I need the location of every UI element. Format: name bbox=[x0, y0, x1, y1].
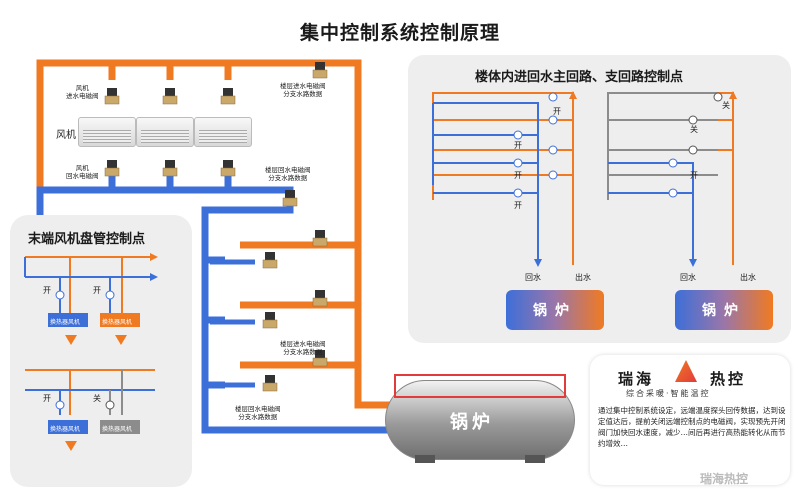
fan-coil-label: 换热器风机 bbox=[50, 319, 81, 326]
floor-inlet-label: 楼层进水电磁阀 分支水路数据 bbox=[280, 82, 326, 98]
open-label: 开 bbox=[690, 171, 698, 180]
return-water-label: 回水 bbox=[525, 273, 541, 282]
page-title: 集中控制系统控制原理 bbox=[299, 22, 500, 44]
outlet-water-label: 出水 bbox=[740, 273, 756, 282]
floor-return-label: 楼层回水电磁阀 分支水路数据 bbox=[265, 166, 311, 182]
solenoid-valve-icon bbox=[262, 374, 278, 392]
solenoid-valve-icon bbox=[162, 87, 178, 105]
open-label: 开 bbox=[43, 394, 51, 403]
close-label: 关 bbox=[690, 125, 698, 134]
open-label: 开 bbox=[514, 201, 522, 210]
solenoid-valve-icon bbox=[262, 311, 278, 329]
open-label: 开 bbox=[43, 286, 51, 295]
main-boiler-label: 锅炉 bbox=[450, 412, 494, 433]
fan-inlet-valve-label: 风机 进水电磁阀 bbox=[66, 84, 99, 100]
fan-coil-label: 换热器风机 bbox=[102, 426, 133, 433]
fan-coil-unit-2 bbox=[136, 117, 194, 147]
brand-slogan: 综合采暖·智能温控 bbox=[626, 389, 711, 398]
fan-coil-unit-3 bbox=[194, 117, 252, 147]
boiler-box-left: 锅炉 bbox=[506, 290, 604, 330]
fan-coil-unit-1 bbox=[78, 117, 136, 147]
open-label: 开 bbox=[553, 107, 561, 116]
solenoid-valve-icon bbox=[220, 87, 236, 105]
fan-coil-panel bbox=[10, 215, 192, 487]
brand-name-left: 瑞海 bbox=[618, 370, 655, 388]
brand-name-right: 热控 bbox=[710, 370, 747, 388]
solenoid-valve-icon bbox=[104, 87, 120, 105]
open-label: 开 bbox=[514, 141, 522, 150]
solenoid-valve-icon bbox=[312, 289, 328, 307]
solenoid-valve-icon bbox=[282, 189, 298, 207]
return-water-label: 回水 bbox=[680, 273, 696, 282]
close-label: 关 bbox=[93, 394, 101, 403]
solenoid-valve-icon bbox=[262, 251, 278, 269]
outlet-water-label: 出水 bbox=[575, 273, 591, 282]
solenoid-valve-icon bbox=[104, 159, 120, 177]
boiler-box-right: 锅炉 bbox=[675, 290, 773, 330]
fan-label: 风机 bbox=[56, 130, 76, 141]
solenoid-valve-icon bbox=[312, 61, 328, 79]
fan-coil-panel-title: 末端风机盘管控制点 bbox=[28, 232, 146, 247]
solenoid-valve-icon bbox=[162, 159, 178, 177]
brand-description: 通过集中控制系统设定，远端温度探头回传数据，达到设定值达后，提前关闭远端控制点的… bbox=[598, 406, 786, 448]
fan-coil-diagram bbox=[24, 253, 158, 451]
boiler-frame bbox=[394, 374, 566, 463]
solenoid-valve-icon bbox=[312, 229, 328, 247]
floor-return-label-2: 楼层回水电磁阀 分支水路数据 bbox=[235, 405, 281, 421]
fan-coil-label: 换热器风机 bbox=[102, 319, 133, 326]
fan-coil-label: 换热器风机 bbox=[50, 426, 81, 433]
watermark: 瑞海热控 bbox=[700, 472, 749, 486]
close-label: 关 bbox=[722, 101, 730, 110]
solenoid-valve-icon bbox=[220, 159, 236, 177]
floor-inlet-label-2: 楼层进水电磁阀 分支水路数据 bbox=[280, 340, 326, 356]
main-loop-panel-title: 楼体内进回水主回路、支回路控制点 bbox=[475, 70, 684, 85]
fan-return-valve-label: 风机 回水电磁阀 bbox=[66, 164, 99, 180]
open-label: 开 bbox=[514, 171, 522, 180]
open-label: 开 bbox=[93, 286, 101, 295]
main-loop-diagram bbox=[432, 91, 737, 267]
main-boiler-tank bbox=[385, 380, 575, 460]
